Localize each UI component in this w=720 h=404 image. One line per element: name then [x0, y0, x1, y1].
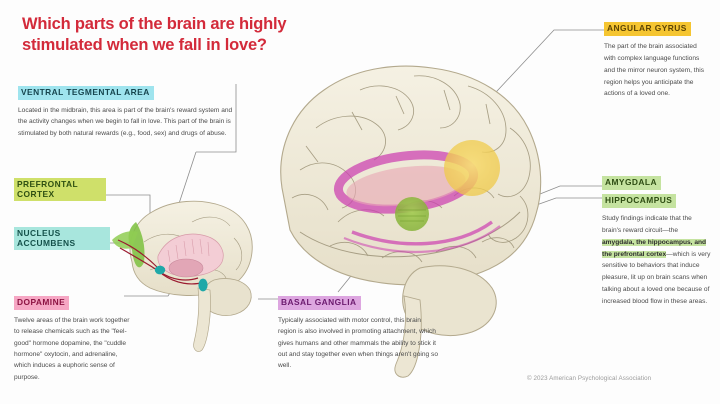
heading-ventral-tegmental-area: VENTRAL TEGMENTAL AREA	[18, 86, 154, 100]
body-basal-ganglia: Typically associated with motor control,…	[278, 317, 438, 370]
body-ventral-tegmental-area: Located in the midbrain, this area is pa…	[18, 107, 233, 137]
callout-ventral-tegmental-area: VENTRAL TEGMENTAL AREA Located in the mi…	[18, 82, 236, 139]
heading-amygdala: AMYGDALA	[602, 176, 661, 190]
heading-basal-ganglia: BASAL GANGLIA	[278, 296, 361, 310]
heading-dopamine: DOPAMINE	[14, 296, 70, 310]
callout-dopamine: DOPAMINE Twelve areas of the brain work …	[14, 292, 132, 383]
body-angular-gyrus: The part of the brain associated with co…	[604, 43, 705, 98]
copyright-notice: © 2023 American Psychological Associatio…	[527, 375, 652, 382]
body-amygdala-part2: —which is very sensitive to behaviors th…	[602, 250, 711, 306]
hippocampus-core	[346, 165, 466, 207]
heading-hippocampus: HIPPOCAMPUS	[602, 194, 677, 208]
callout-amygdala-hippocampus: AMYGDALA HIPPOCAMPUS Study findings indi…	[602, 172, 712, 308]
nucleus-accumbens-dot	[154, 265, 166, 275]
heading-angular-gyrus: ANGULAR GYRUS	[604, 22, 691, 36]
callout-angular-gyrus: ANGULAR GYRUS The part of the brain asso…	[604, 18, 710, 100]
basal-ganglia-ring	[333, 150, 479, 214]
body-amygdala-hippocampus: Study findings indicate that the brain's…	[602, 213, 712, 308]
heading-prefrontal-cortex: PREFRONTAL CORTEX	[14, 178, 106, 202]
angular-gyrus-circle	[444, 140, 500, 196]
ventral-tegmental-dot	[198, 278, 208, 292]
page-title: Which parts of the brain are highly stim…	[22, 15, 287, 55]
heading-nucleus-accumbens: NUCLEUS ACCUMBENS	[14, 227, 110, 251]
callout-nucleus-accumbens: NUCLEUS ACCUMBENS	[14, 227, 110, 251]
callout-prefrontal-cortex: PREFRONTAL CORTEX	[14, 178, 106, 202]
connector-lines	[100, 29, 604, 300]
body-amygdala-part1: Study findings indicate that the brain's…	[602, 215, 692, 234]
prefrontal-cortex-patch	[128, 222, 145, 268]
amygdala-circle	[395, 197, 429, 231]
dopamine-pathway	[117, 239, 205, 285]
body-dopamine: Twelve areas of the brain work together …	[14, 317, 130, 381]
sagittal-brain-illustration	[112, 200, 253, 352]
callout-basal-ganglia: BASAL GANGLIA Typically associated with …	[278, 292, 438, 372]
